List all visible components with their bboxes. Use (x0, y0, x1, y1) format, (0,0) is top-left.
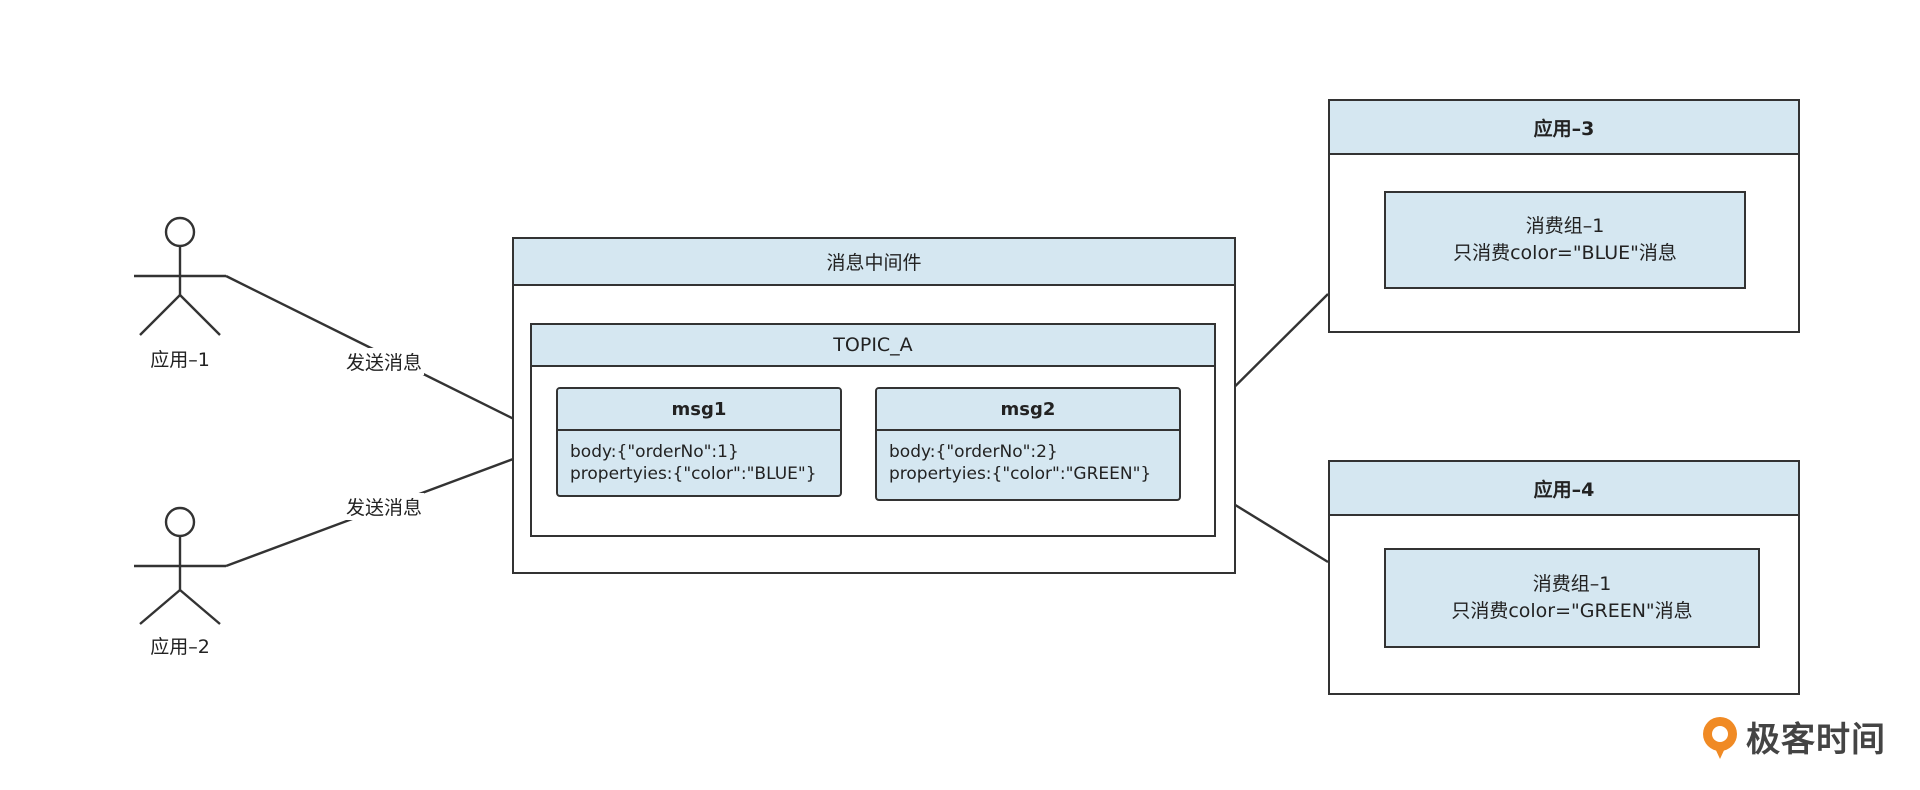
consumer-group-box: 消费组–1 只消费color="GREEN"消息 (1384, 548, 1760, 648)
geektime-logo-icon (1703, 716, 1737, 759)
consumer-app3: 应用–3 消费组–1 只消费color="BLUE"消息 (1328, 99, 1800, 333)
message-properties: propertyies:{"color":"BLUE"} (570, 464, 817, 484)
topic-container: TOPIC_A msg1 body:{"orderNo":1} property… (530, 323, 1216, 537)
consumer-group-box: 消费组–1 只消费color="BLUE"消息 (1384, 191, 1746, 289)
consumer-app4: 应用–4 消费组–1 只消费color="GREEN"消息 (1328, 460, 1800, 695)
actor-app1-label: 应用–1 (150, 349, 210, 371)
consumer-filter-rule: 只消费color="GREEN"消息 (1451, 600, 1693, 622)
actor-app1-figure (134, 216, 226, 336)
consumer-group-name: 消费组–1 (1525, 215, 1605, 237)
edge-label-send1: 发送消息 (344, 348, 425, 375)
middleware-container: 消息中间件 TOPIC_A msg1 body:{"orderNo":1} pr… (512, 237, 1236, 574)
topic-title: TOPIC_A (532, 325, 1214, 367)
message-card-msg2: msg2 body:{"orderNo":2} propertyies:{"co… (875, 387, 1181, 501)
message-title: msg2 (877, 389, 1179, 431)
message-body: body:{"orderNo":1} (570, 442, 739, 462)
message-title: msg1 (558, 389, 840, 431)
message-card-msg1: msg1 body:{"orderNo":1} propertyies:{"co… (556, 387, 842, 497)
actor-app2-label: 应用–2 (150, 636, 210, 658)
message-properties: propertyies:{"color":"GREEN"} (889, 464, 1152, 484)
geektime-logo: 极客时间 (1700, 712, 1886, 761)
message-body: body:{"orderNo":2} (889, 442, 1058, 462)
consumer-filter-rule: 只消费color="BLUE"消息 (1453, 242, 1677, 264)
actor-app2-figure (134, 506, 226, 625)
geektime-logo-text: 极客时间 (1746, 720, 1886, 760)
consumer-app3-title: 应用–3 (1330, 101, 1798, 155)
middleware-title: 消息中间件 (514, 239, 1234, 286)
edge-label-send2: 发送消息 (344, 493, 425, 520)
consumer-app4-title: 应用–4 (1330, 462, 1798, 516)
consumer-group-name: 消费组–1 (1532, 573, 1612, 595)
